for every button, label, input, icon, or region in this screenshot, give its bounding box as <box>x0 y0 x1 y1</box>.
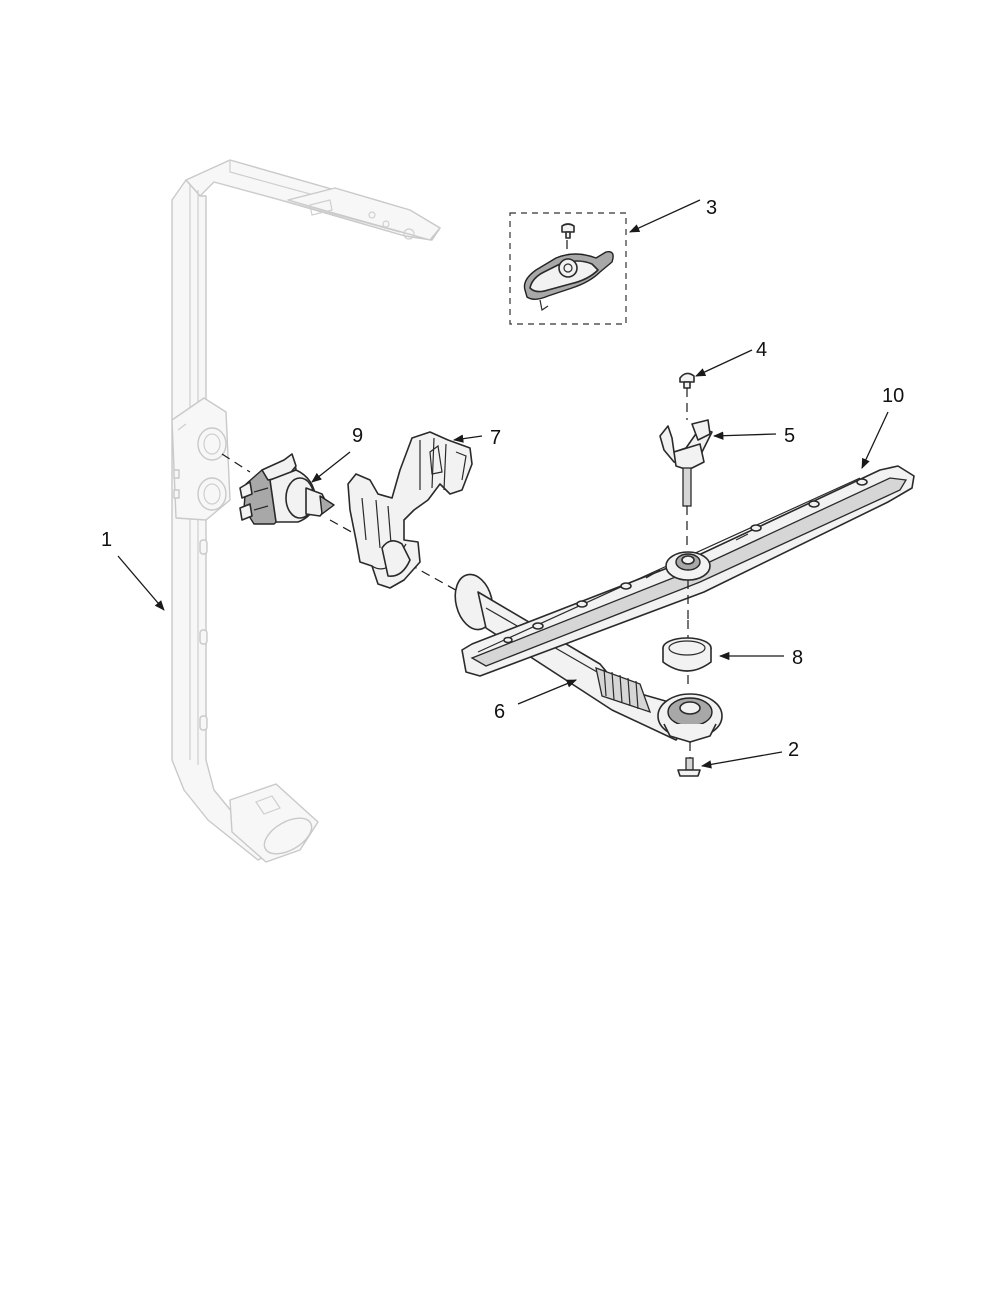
part-4-screw <box>679 372 695 420</box>
leader-2 <box>700 751 783 769</box>
leader-5 <box>712 431 777 440</box>
callout-8: 8 <box>792 647 803 669</box>
callout-1: 1 <box>101 529 112 551</box>
part-10-spray-arm <box>461 465 915 677</box>
callout-labels: 1 2 3 4 5 6 7 8 9 10 <box>101 197 904 761</box>
part-2-screw <box>677 757 701 777</box>
leader-3 <box>629 199 701 233</box>
part-9-diverter <box>239 453 335 525</box>
part-3-bracket-kit <box>509 212 627 325</box>
callout-9: 9 <box>352 425 363 447</box>
callout-2: 2 <box>788 739 799 761</box>
callout-10: 10 <box>882 385 904 407</box>
leader-lines <box>117 199 889 769</box>
leader-9 <box>311 451 351 483</box>
leader-1 <box>117 555 165 611</box>
alignment-line-upper <box>221 453 251 473</box>
part-1-supply-tube <box>171 159 441 863</box>
leader-4 <box>695 349 753 377</box>
callout-7: 7 <box>490 427 501 449</box>
leader-10 <box>861 411 889 469</box>
leader-6 <box>517 679 577 705</box>
callout-3: 3 <box>706 197 717 219</box>
part-7-mount-bracket <box>347 431 473 589</box>
part-5-clip <box>659 419 713 545</box>
leader-7 <box>452 434 483 443</box>
callout-4: 4 <box>756 339 767 361</box>
callout-5: 5 <box>784 425 795 447</box>
callout-6: 6 <box>494 701 505 723</box>
part-8-bearing-ring <box>662 620 712 690</box>
